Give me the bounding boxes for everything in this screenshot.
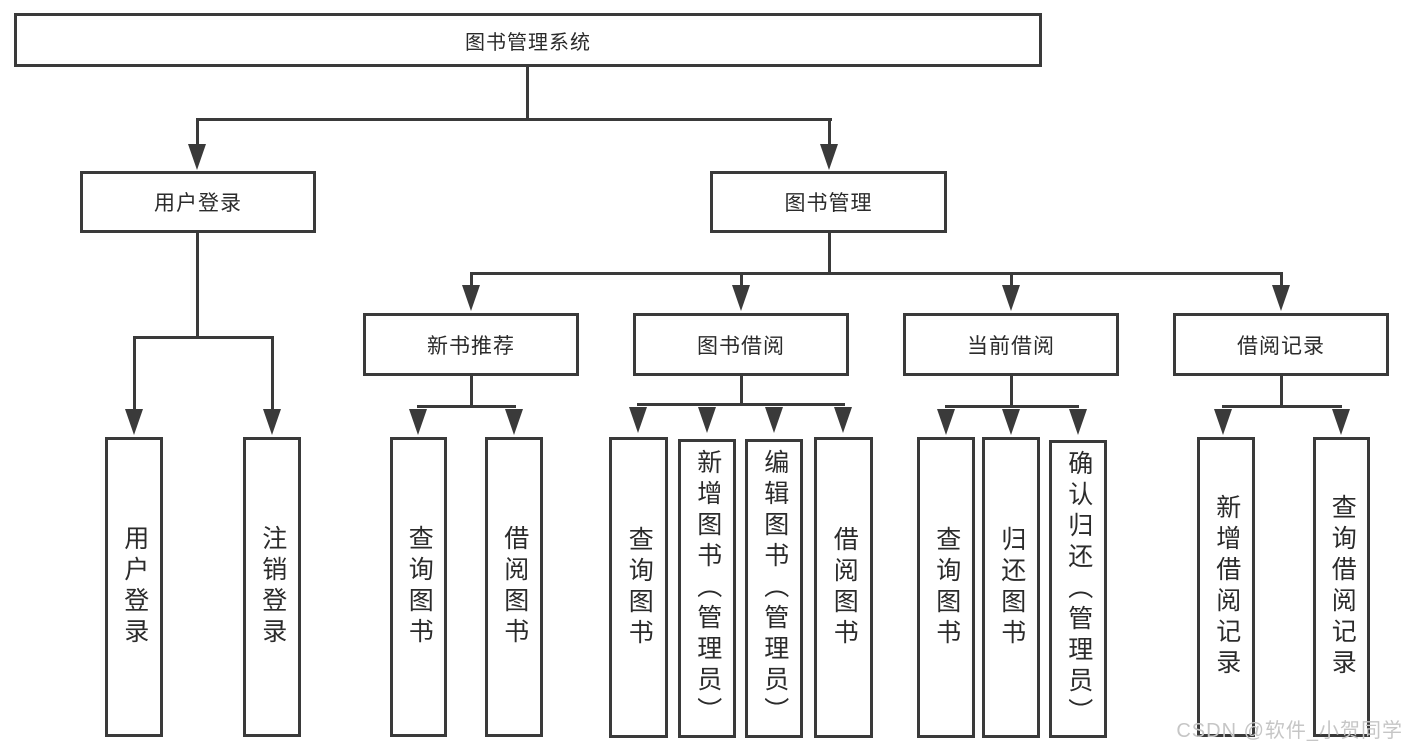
connector-rec-bar [417, 405, 516, 408]
connector-level1-bar [196, 118, 832, 121]
connector-current-stem [1010, 375, 1013, 408]
node-borrow-records-label: 借阅记录 [1237, 334, 1325, 358]
node-root-label: 图书管理系统 [465, 31, 591, 54]
node-current-borrow: 当前借阅 [903, 313, 1119, 376]
connector-records-stem [1280, 375, 1283, 408]
leaf-rec-query-books: 查询图书 [390, 437, 447, 737]
leaf-borrow-add-books: 新增图书（管理员） [678, 439, 736, 738]
connector-login-leaf-drop [271, 336, 274, 412]
leaf-current-query-books-label: 查询图书 [932, 525, 961, 650]
leaf-rec-borrow-books-label: 借阅图书 [500, 525, 529, 649]
arrow-down-icon [462, 285, 480, 311]
node-book-borrow: 图书借阅 [633, 313, 849, 376]
arrow-down-icon [188, 144, 206, 170]
leaf-borrow-do-borrow: 借阅图书 [814, 437, 873, 738]
leaf-borrow-do-borrow-label: 借阅图书 [830, 525, 859, 650]
leaf-current-confirm-return: 确认归还（管理员） [1049, 440, 1107, 738]
leaf-logout-label: 注销登录 [258, 525, 287, 649]
node-new-book-rec: 新书推荐 [363, 313, 579, 376]
leaf-borrow-add-books-label: 新增图书（管理员） [693, 449, 722, 728]
connector-root-stem [526, 66, 529, 120]
arrow-down-icon [263, 409, 281, 435]
connector-borrow-bar [637, 403, 845, 406]
node-user-login: 用户登录 [80, 171, 316, 233]
connector-mgmt-drop [828, 118, 831, 148]
leaf-logout: 注销登录 [243, 437, 301, 737]
connector-login-drop [196, 118, 199, 148]
connector-login-leaf-drop [133, 336, 136, 412]
connector-level3-bar [470, 272, 1283, 275]
arrow-down-icon [505, 409, 523, 435]
leaf-records-query: 查询借阅记录 [1313, 437, 1370, 737]
leaf-records-query-label: 查询借阅记录 [1328, 494, 1357, 680]
connector-borrow-drop [740, 272, 743, 288]
node-book-borrow-label: 图书借阅 [697, 334, 785, 358]
node-current-borrow-label: 当前借阅 [967, 334, 1055, 358]
arrow-down-icon [1332, 409, 1350, 435]
leaf-borrow-edit-books-label: 编辑图书（管理员） [760, 449, 789, 728]
leaf-current-query-books: 查询图书 [917, 437, 975, 738]
leaf-current-return-books-label: 归还图书 [997, 525, 1026, 650]
arrow-down-icon [125, 409, 143, 435]
leaf-user-login-label: 用户登录 [120, 525, 149, 649]
arrow-down-icon [937, 409, 955, 435]
leaf-current-return-books: 归还图书 [982, 437, 1040, 738]
connector-records-drop [1280, 272, 1283, 288]
arrow-down-icon [1002, 285, 1020, 311]
arrow-down-icon [409, 409, 427, 435]
node-borrow-records: 借阅记录 [1173, 313, 1389, 376]
connector-current-bar [945, 405, 1079, 408]
connector-records-bar [1222, 405, 1342, 408]
leaf-borrow-edit-books: 编辑图书（管理员） [745, 439, 803, 738]
arrow-down-icon [765, 407, 783, 433]
leaf-rec-query-books-label: 查询图书 [405, 525, 434, 649]
arrow-down-icon [1214, 409, 1232, 435]
node-root: 图书管理系统 [14, 13, 1042, 67]
connector-login-bar [133, 336, 274, 339]
connector-borrow-stem [740, 375, 743, 406]
leaf-rec-borrow-books: 借阅图书 [485, 437, 543, 737]
leaf-records-add-label: 新增借阅记录 [1212, 494, 1241, 680]
connector-mgmt-stem [828, 232, 831, 274]
connector-current-drop [1010, 272, 1013, 288]
arrow-down-icon [820, 144, 838, 170]
connector-rec-drop [470, 272, 473, 288]
arrow-down-icon [1002, 409, 1020, 435]
leaf-records-add: 新增借阅记录 [1197, 437, 1255, 737]
leaf-borrow-query-books-label: 查询图书 [625, 525, 654, 650]
arrow-down-icon [1272, 285, 1290, 311]
node-book-mgmt: 图书管理 [710, 171, 947, 233]
arrow-down-icon [629, 407, 647, 433]
leaf-borrow-query-books: 查询图书 [609, 437, 668, 738]
node-book-mgmt-label: 图书管理 [784, 192, 873, 215]
node-user-login-label: 用户登录 [154, 192, 242, 215]
csdn-watermark: CSDN @软件_小贺同学 [1176, 720, 1403, 742]
connector-rec-stem [470, 375, 473, 408]
arrow-down-icon [1069, 409, 1087, 435]
leaf-user-login: 用户登录 [105, 437, 163, 737]
node-new-book-rec-label: 新书推荐 [427, 334, 515, 358]
leaf-current-confirm-return-label: 确认归还（管理员） [1064, 449, 1093, 729]
connector-login-stem [196, 232, 199, 338]
arrow-down-icon [732, 285, 750, 311]
arrow-down-icon [834, 407, 852, 433]
arrow-down-icon [698, 407, 716, 433]
